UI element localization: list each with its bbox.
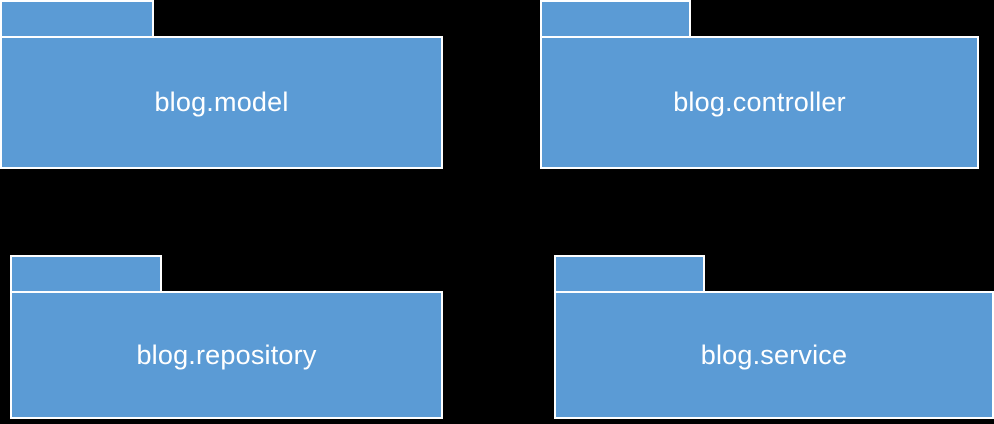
package-body[interactable]: blog.repository	[10, 291, 443, 419]
package-body[interactable]: blog.service	[554, 291, 994, 419]
package-label: blog.service	[700, 339, 848, 370]
package-label: blog.repository	[136, 339, 317, 370]
package-body[interactable]: blog.controller	[540, 36, 979, 169]
package-tab-icon	[540, 0, 691, 38]
package-tab-icon	[10, 255, 162, 293]
package-tab-icon	[554, 255, 705, 293]
package-label: blog.model	[154, 87, 289, 117]
package-label: blog.controller	[673, 87, 846, 117]
package-body[interactable]: blog.model	[0, 36, 443, 169]
package-tab-icon	[0, 0, 154, 38]
